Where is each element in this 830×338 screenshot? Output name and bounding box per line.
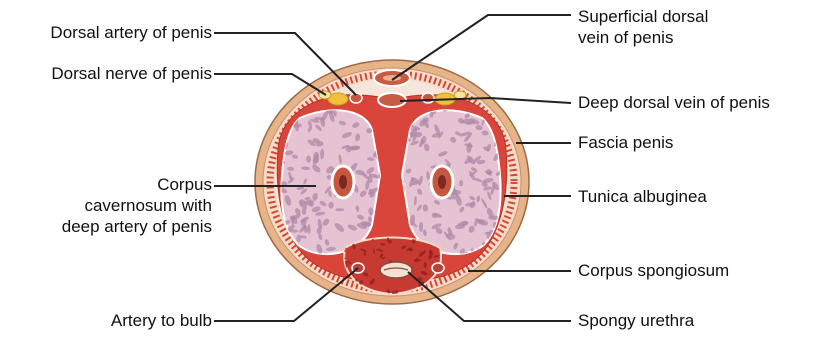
label-spongy-urethra: Spongy urethra: [578, 310, 694, 331]
sinusoid: [462, 119, 474, 124]
sinusoid: [335, 208, 344, 211]
label-dorsal-nerve: Dorsal nerve of penis: [51, 63, 212, 84]
label-corpus-cavernosum: Corpus cavernosum with deep artery of pe…: [62, 174, 212, 237]
label-fascia-penis: Fascia penis: [578, 132, 673, 153]
label-corpus-spongiosum: Corpus spongiosum: [578, 260, 729, 281]
label-tunica-albuginea: Tunica albuginea: [578, 186, 707, 207]
sinusoid: [387, 237, 389, 242]
label-artery-to-bulb: Artery to bulb: [111, 310, 212, 331]
label-dorsal-artery: Dorsal artery of penis: [50, 22, 212, 43]
artery-to-bulb-right: [432, 263, 444, 273]
label-superficial-dorsal-vein: Superficial dorsal vein of penis: [578, 6, 708, 48]
label-deep-dorsal-vein: Deep dorsal vein of penis: [578, 92, 770, 113]
